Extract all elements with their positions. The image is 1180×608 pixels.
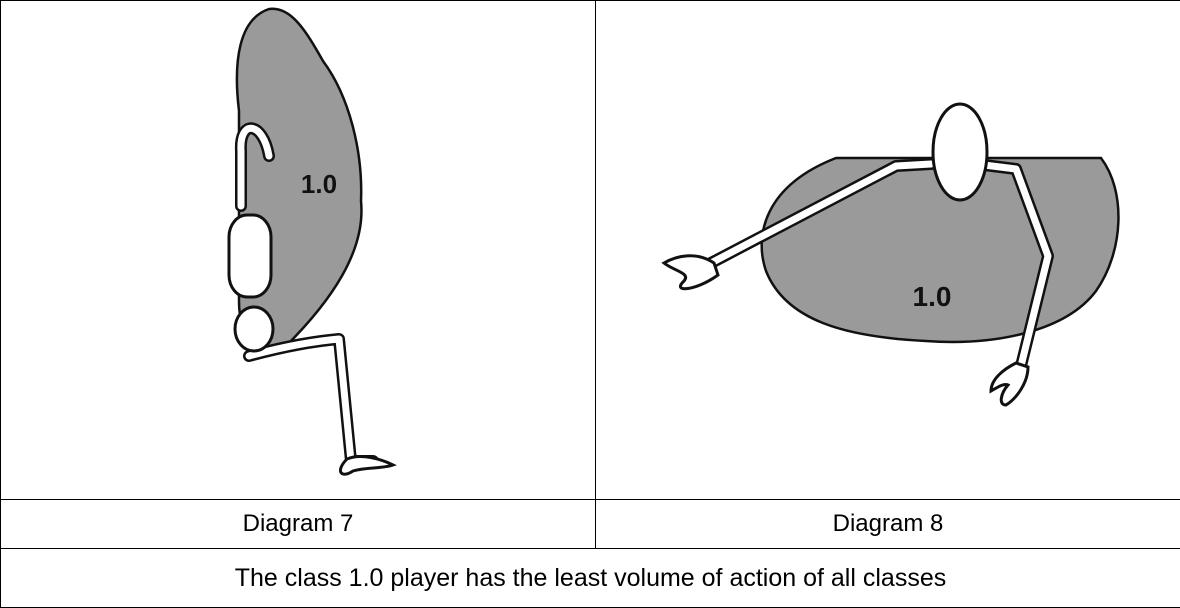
diagram-7-side-view: 1.0 [1, 1, 595, 499]
diagram-7-caption: Diagram 7 [1, 500, 596, 549]
class-note: The class 1.0 player has the least volum… [1, 549, 1180, 608]
class-label: 1.0 [301, 169, 337, 199]
diagram-8-figure-cell: 1.0 [596, 1, 1180, 500]
hand-shape [235, 307, 273, 351]
head-shape [229, 215, 271, 297]
head-shape [933, 104, 987, 200]
diagram-8-top-view: 1.0 [596, 1, 1180, 499]
leg-limb [249, 339, 373, 461]
class-label: 1.0 [913, 281, 952, 312]
right-hand-shape [991, 363, 1028, 405]
diagram-8-caption: Diagram 8 [596, 500, 1180, 549]
diagram-7-figure-cell: 1.0 [1, 1, 596, 500]
foot-shape [340, 457, 393, 475]
left-hand-shape [664, 256, 718, 289]
